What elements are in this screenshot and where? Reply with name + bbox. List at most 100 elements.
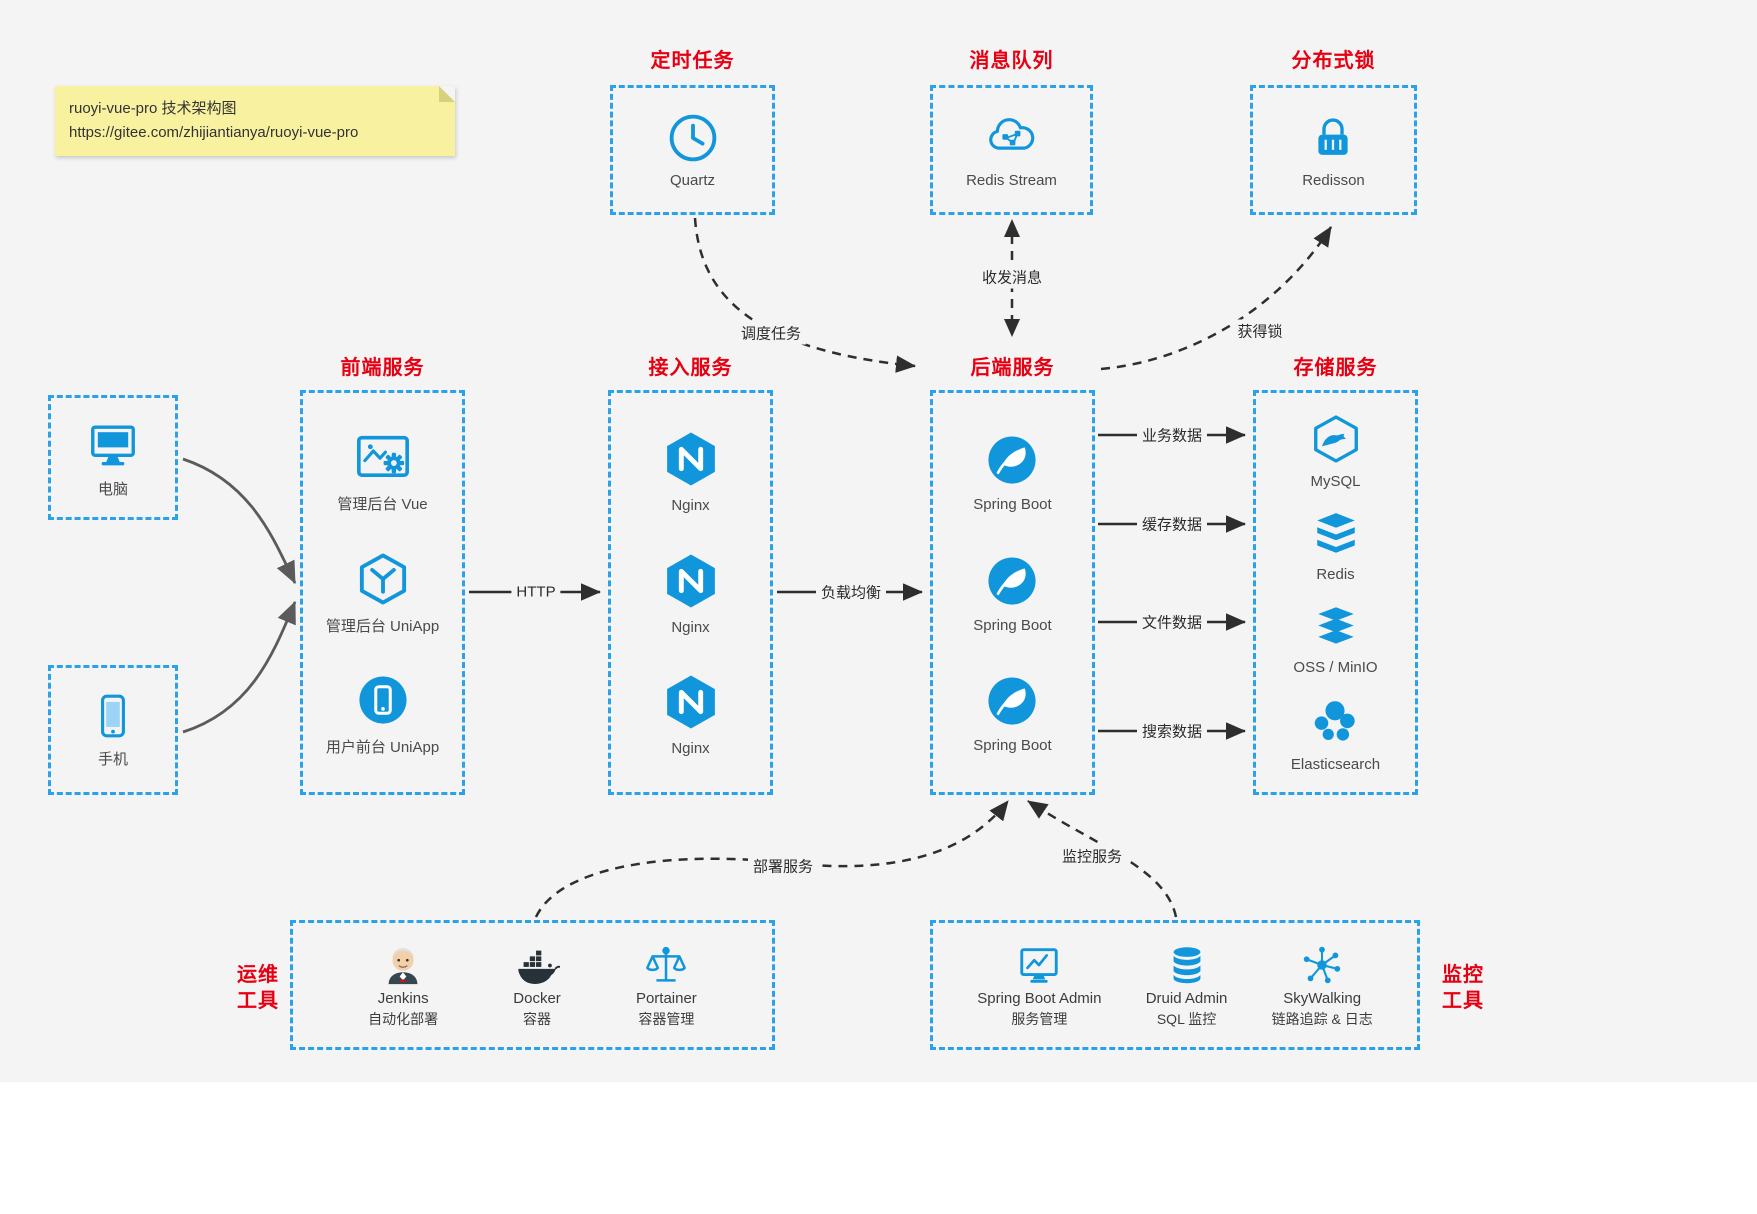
tool-name: Druid Admin	[1145, 989, 1228, 1007]
jenkins-icon	[380, 942, 426, 988]
edge-label-load-balance: 负载均衡	[815, 580, 887, 604]
nginx-icon	[660, 550, 722, 612]
redis-stack-icon	[1311, 509, 1361, 559]
node-phone: 手机	[88, 691, 138, 769]
node-elasticsearch: Elasticsearch	[1291, 695, 1380, 773]
node-quartz: Quartz	[666, 111, 720, 189]
note-title: ruoyi-vue-pro 技术架构图	[69, 100, 237, 117]
message-queue-box: Redis Stream	[930, 85, 1093, 215]
tool-spring-boot-admin: Spring Boot Admin 服务管理	[977, 942, 1101, 1029]
client-pc-box: 电脑	[48, 395, 178, 520]
oss-stack-icon	[1311, 602, 1361, 652]
node-redis: Redis	[1311, 509, 1361, 583]
spring-icon	[983, 431, 1041, 489]
section-title-gateway: 接入服务	[648, 357, 733, 379]
tool-portainer: Portainer 容器管理	[636, 942, 697, 1029]
section-title-ops: 运维 工具	[232, 962, 284, 1014]
note-url: https://gitee.com/zhijiantianya/ruoyi-vu…	[69, 124, 359, 141]
node-pc: 电脑	[86, 417, 140, 499]
node-label: Spring Boot	[973, 616, 1052, 634]
node-admin-vue: 管理后台 Vue	[337, 428, 428, 514]
ops-title-line1: 运维	[237, 964, 279, 986]
node-springboot-2: Spring Boot	[973, 552, 1052, 634]
node-label: Elasticsearch	[1290, 756, 1381, 773]
node-label: Quartz	[669, 172, 715, 189]
tool-desc: 服务管理	[1011, 1010, 1068, 1027]
node-label: Spring Boot	[973, 736, 1052, 754]
tool-jenkins: Jenkins 自动化部署	[368, 942, 438, 1029]
druid-icon	[1164, 942, 1210, 988]
node-redisson: Redisson	[1302, 111, 1365, 189]
tool-desc: 自动化部署	[368, 1010, 439, 1027]
node-label: 管理后台 Vue	[337, 496, 428, 514]
node-nginx-2: Nginx	[660, 550, 722, 636]
node-label: Spring Boot	[973, 496, 1052, 514]
node-label: Nginx	[671, 618, 710, 636]
node-nginx-3: Nginx	[660, 671, 722, 757]
node-label: Redis Stream	[966, 172, 1057, 189]
section-title-backend: 后端服务	[970, 357, 1055, 379]
section-title-storage: 存储服务	[1293, 357, 1378, 379]
node-admin-uniapp: 管理后台 UniApp	[326, 550, 439, 636]
admin-vue-icon	[354, 428, 412, 486]
tool-desc: 链路追踪 & 日志	[1271, 1010, 1373, 1027]
nginx-icon	[660, 428, 722, 490]
edge-label-cache-data: 缓存数据	[1136, 512, 1208, 536]
node-oss-minio: OSS / MinIO	[1293, 602, 1378, 676]
node-user-uniapp: 用户前台 UniApp	[326, 671, 439, 757]
edge-label-file-data: 文件数据	[1136, 610, 1208, 634]
monitoring-title-line1: 监控	[1442, 964, 1484, 986]
node-springboot-3: Spring Boot	[973, 672, 1052, 754]
edge-label-monitor-service: 监控服务	[1056, 844, 1128, 868]
user-uniapp-icon	[354, 671, 412, 729]
sticky-note: ruoyi-vue-pro 技术架构图 https://gitee.com/zh…	[55, 86, 455, 156]
mysql-icon	[1309, 412, 1363, 466]
elasticsearch-icon	[1308, 695, 1362, 749]
monitoring-tools-box: Spring Boot Admin 服务管理 Druid Admin SQL 监…	[930, 920, 1420, 1050]
tool-name: Portainer	[635, 989, 697, 1007]
tool-name: Jenkins	[377, 989, 429, 1007]
edge-label-send-receive-message: 收发消息	[976, 265, 1048, 289]
node-label: Redis	[1316, 566, 1355, 583]
tool-skywalking: SkyWalking 链路追踪 & 日志	[1272, 942, 1373, 1029]
spring-icon	[983, 552, 1041, 610]
backend-services-box: Spring Boot Spring Boot	[930, 390, 1095, 795]
spring-admin-icon	[1016, 942, 1062, 988]
tool-name: SkyWalking	[1283, 989, 1362, 1007]
node-label: OSS / MinIO	[1293, 659, 1378, 676]
phone-icon	[88, 691, 138, 741]
tool-name: Docker	[513, 989, 561, 1007]
gateway-services-box: Nginx Nginx Nginx	[608, 390, 773, 795]
lock-icon	[1306, 111, 1360, 165]
edge-label-dispatch-task: 调度任务	[735, 321, 807, 345]
section-title-distributed-lock: 分布式锁	[1291, 50, 1376, 72]
edge-label-search-data: 搜索数据	[1136, 719, 1208, 743]
tool-desc: SQL 监控	[1156, 1010, 1217, 1027]
node-springboot-1: Spring Boot	[973, 431, 1052, 514]
tool-name: Spring Boot Admin	[977, 989, 1102, 1007]
node-mysql: MySQL	[1309, 412, 1363, 490]
spring-icon	[983, 672, 1041, 730]
node-label: 电脑	[97, 480, 128, 498]
uniapp-cube-icon	[354, 550, 412, 608]
edge-label-http: HTTP	[511, 582, 561, 602]
section-title-message-queue: 消息队列	[969, 50, 1054, 72]
node-label: 手机	[97, 751, 128, 768]
node-label: Redisson	[1302, 172, 1365, 189]
edge-label-deploy-service: 部署服务	[747, 854, 819, 878]
tool-docker: Docker 容器	[513, 942, 561, 1029]
node-label: 管理后台 UniApp	[325, 617, 440, 635]
clock-icon	[666, 111, 720, 165]
section-title-monitoring: 监控 工具	[1437, 962, 1489, 1014]
edge-label-acquire-lock: 获得锁	[1232, 319, 1288, 343]
distributed-lock-box: Redisson	[1250, 85, 1417, 215]
node-label: 用户前台 UniApp	[325, 738, 440, 756]
tool-desc: 容器管理	[638, 1010, 695, 1027]
node-redis-stream: Redis Stream	[966, 111, 1057, 189]
docker-icon	[514, 942, 561, 988]
skywalking-icon	[1299, 942, 1345, 988]
scheduled-task-box: Quartz	[610, 85, 775, 215]
section-title-frontend: 前端服务	[340, 357, 425, 379]
storage-services-box: MySQL Redis	[1253, 390, 1418, 795]
